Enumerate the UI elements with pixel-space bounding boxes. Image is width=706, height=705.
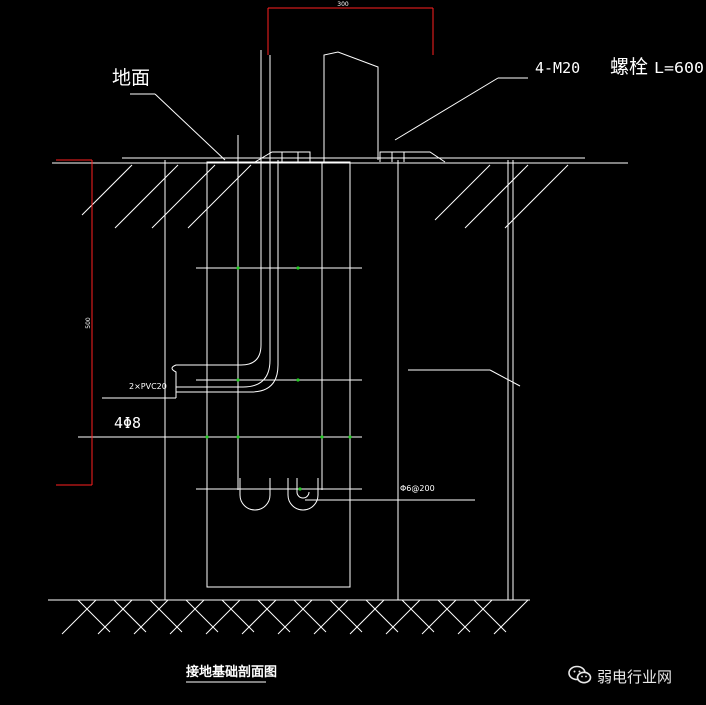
leader-lines <box>102 77 528 501</box>
watermark-text: 弱电行业网 <box>597 668 673 686</box>
dimension-left-label: 500 <box>85 317 92 329</box>
anchor-column <box>323 51 379 162</box>
pvc-conduits <box>171 50 279 398</box>
label-bolt-length: L=600 <box>654 59 704 77</box>
dimension-top-label: 300 <box>337 1 349 8</box>
label-ground: 地面 <box>112 67 150 89</box>
label-pvc: 2×PVC20 <box>129 382 167 391</box>
label-bolt-name: 螺栓 <box>610 56 648 78</box>
ground-surface <box>52 157 628 164</box>
rebar-cage <box>78 135 362 588</box>
ground-hatch-top-left <box>81 164 252 229</box>
dimension-left <box>56 159 93 486</box>
label-stirrup: Φ6@200 <box>400 484 435 493</box>
rebar-dots <box>205 266 352 491</box>
drawing-title: 接地基础剖面图 <box>186 664 277 680</box>
label-rebar-main: 4Φ8 <box>114 414 141 432</box>
label-bolt-spec: 4-M20 <box>535 59 580 77</box>
dimension-top <box>267 7 434 55</box>
ground-hatch-top-right <box>434 164 569 229</box>
wechat-icon <box>568 665 592 684</box>
rebar-hooks <box>239 478 319 511</box>
ground-bottom <box>48 599 530 635</box>
base-plates <box>254 151 446 163</box>
